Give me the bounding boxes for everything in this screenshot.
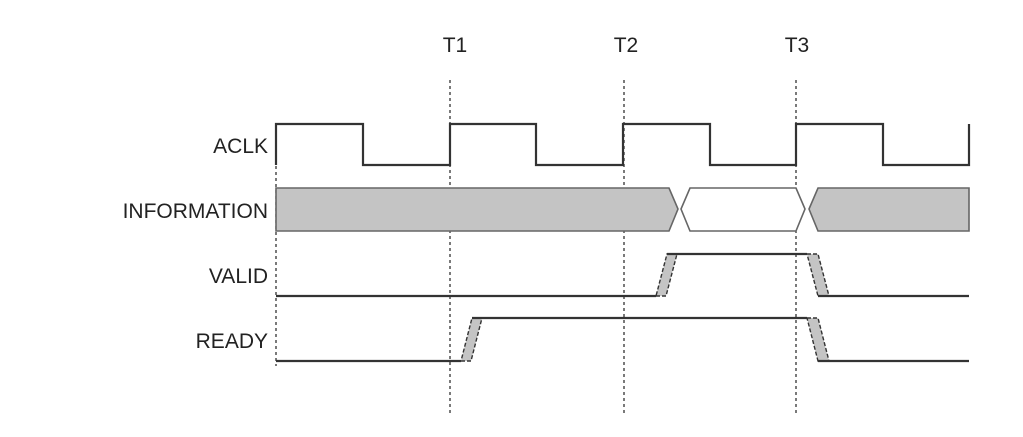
signal-label-information: INFORMATION (123, 200, 268, 223)
signal-label-valid: VALID (209, 265, 268, 288)
ready-fall-transition (806, 317, 830, 362)
aclk-waveform (274, 122, 971, 167)
information-invalid-segment-1 (275, 187, 679, 232)
marker-t2-label: T2 (614, 34, 639, 57)
valid-fall-transition (806, 253, 830, 297)
information-invalid-segment-2 (808, 187, 970, 232)
signal-label-aclk: ACLK (213, 135, 268, 158)
valid-rise-transition (655, 253, 678, 297)
information-valid-segment (680, 187, 806, 232)
ready-rise-transition (460, 317, 483, 362)
signal-label-ready: READY (196, 330, 268, 353)
marker-t3-label: T3 (785, 34, 810, 57)
marker-t1-label: T1 (443, 34, 468, 57)
